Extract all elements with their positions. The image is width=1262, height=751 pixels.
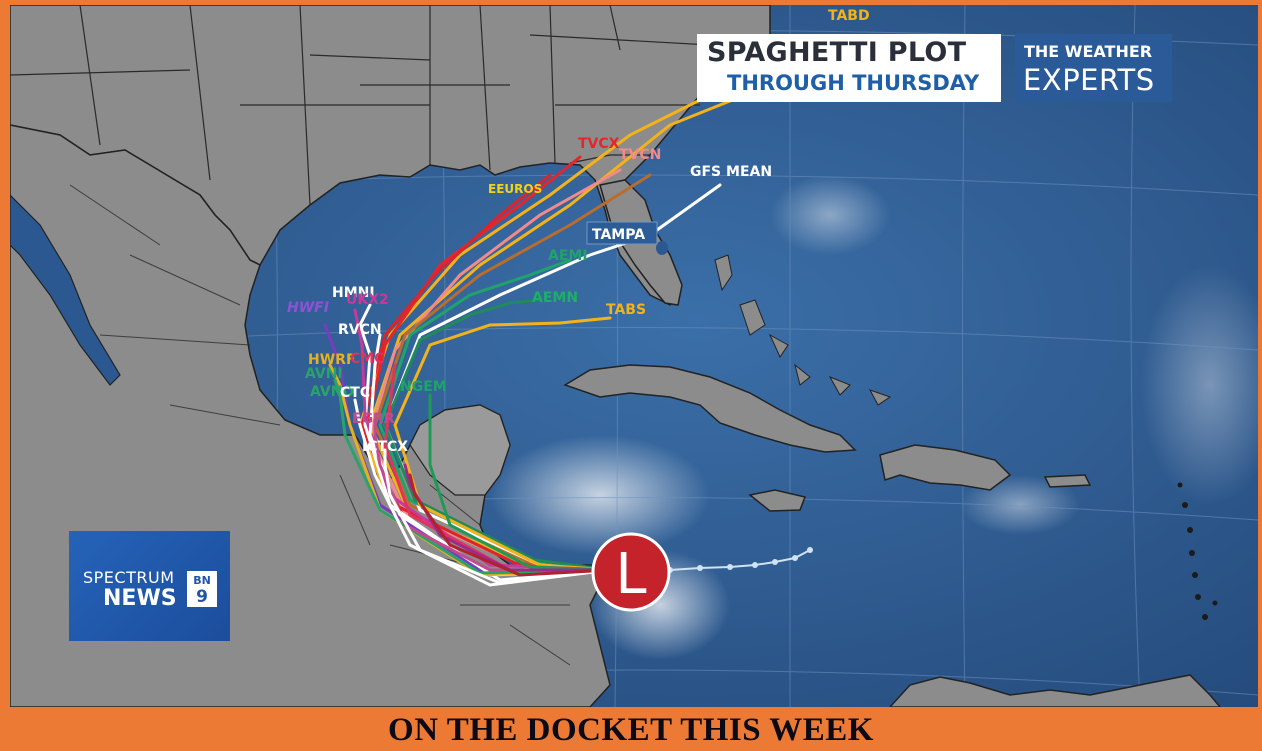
label-tvcx: TVCX	[578, 136, 620, 152]
badge-top: BN	[193, 574, 211, 587]
label-egrr: EGRR	[352, 411, 395, 427]
title-line2: THROUGH THURSDAY	[727, 71, 980, 95]
state-borders	[10, 5, 711, 206]
track-avni	[333, 378, 612, 575]
title-line1: SPAGHETTI PLOT	[707, 37, 967, 68]
label-ictcx: ICTCX	[362, 439, 408, 455]
brand-line1: THE WEATHER	[1024, 42, 1153, 61]
label-tabd: TABD	[828, 8, 870, 24]
map: TABD TVCX TVCN GFS MEAN EEUROS AEMI AEMN…	[10, 5, 1258, 707]
label-ctci: CTCI	[340, 385, 375, 401]
footer-caption: ON THE DOCKET THIS WEEK	[388, 712, 874, 748]
track-purple	[403, 463, 612, 572]
storm-letter: L	[615, 542, 646, 607]
lake-okeechobee	[656, 241, 668, 255]
cloud	[770, 175, 890, 255]
spectrum-line2: NEWS	[103, 586, 177, 611]
label-hwfi: HWFI	[287, 300, 329, 316]
cloud	[1140, 265, 1258, 505]
label-aemn: AEMN	[532, 290, 578, 306]
track-ictcx	[383, 448, 612, 585]
track-aemn	[383, 298, 612, 572]
land-lesser-antilles	[1177, 482, 1218, 620]
land-cuba	[563, 364, 857, 453]
track-labels: TABD TVCX TVCN GFS MEAN EEUROS AEMI AEMN…	[287, 8, 870, 455]
model-tracks	[323, 83, 772, 587]
label-gfs-mean: GFS MEAN	[690, 164, 772, 180]
title-box: SPAGHETTI PLOT THROUGH THURSDAY	[697, 34, 1001, 102]
land-hispaniola	[879, 444, 1012, 491]
land-bahamas	[714, 254, 892, 406]
land-puerto-rico	[1043, 474, 1092, 488]
land-yucatan	[409, 404, 511, 496]
track-tabd	[368, 83, 772, 572]
label-eeuro: EEUROS	[488, 182, 542, 196]
storm-low-symbol: L	[591, 532, 671, 612]
label-rvcn: RVCN	[338, 322, 382, 338]
label-avno: AVNO	[310, 384, 354, 400]
label-avni: AVNI	[305, 366, 343, 382]
label-tampa: TAMPA	[592, 227, 645, 243]
label-tabs: TABS	[606, 302, 646, 318]
storm-history-track	[639, 547, 813, 574]
land-south-america	[888, 674, 1221, 707]
label-hmni: HMNI	[332, 285, 375, 301]
track-hwrf	[328, 363, 612, 577]
badge-bottom: 9	[196, 587, 208, 607]
label-aemi: AEMI	[548, 248, 588, 264]
track-dark-red	[408, 473, 612, 577]
land-jamaica	[748, 489, 807, 512]
bn9-badge: BN 9	[187, 571, 217, 607]
track-ngem	[428, 393, 612, 572]
track-brown	[373, 173, 652, 572]
brand-line2: EXPERTS	[1023, 63, 1155, 97]
track-tabs	[393, 316, 612, 572]
cloud	[490, 435, 710, 555]
label-ukx2: UKX2	[346, 292, 389, 308]
city-tampa: TAMPA	[586, 221, 658, 245]
label-cmc: CMC	[350, 351, 384, 367]
label-hwrf: HWRF	[308, 352, 356, 368]
map-svg: TABD TVCX TVCN GFS MEAN EEUROS AEMI AEMN…	[10, 5, 1258, 707]
label-ngem: NGEM	[400, 379, 447, 395]
label-tvcn: TVCN	[619, 147, 661, 163]
brand-logo: THE WEATHER EXPERTS	[1015, 34, 1172, 102]
spectrum-line1: SPECTRUM	[83, 568, 175, 587]
spectrum-news-logo: SPECTRUM NEWS BN 9	[69, 531, 230, 641]
gulf-of-california	[10, 194, 121, 386]
